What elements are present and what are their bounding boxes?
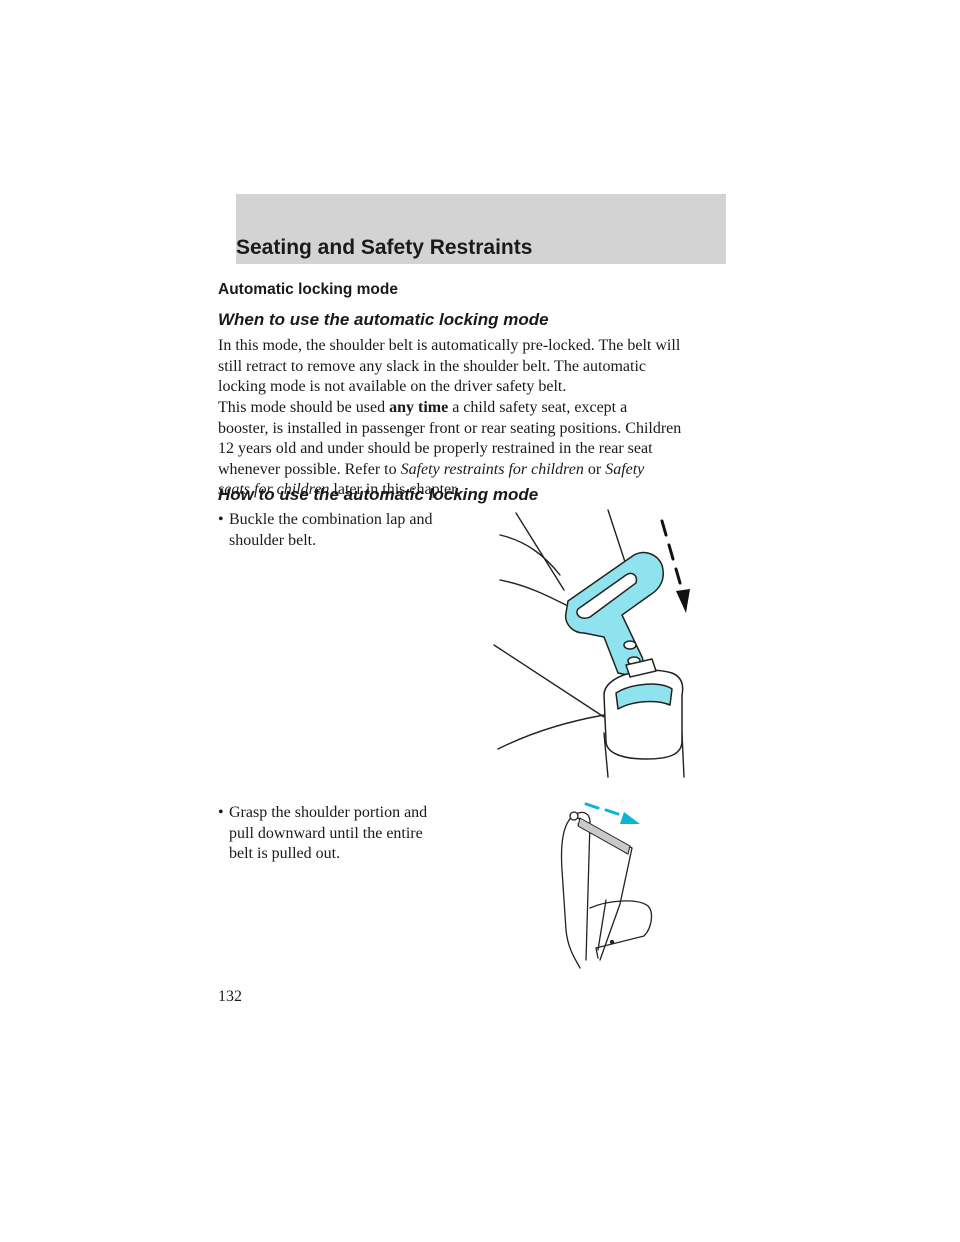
text-run: or bbox=[583, 460, 606, 478]
bullet-marker: • bbox=[218, 804, 224, 821]
text-line: booster, is installed in passenger front… bbox=[218, 419, 682, 437]
subheading-when: When to use the automatic locking mode bbox=[218, 310, 549, 329]
bullet-marker: • bbox=[218, 511, 224, 528]
text-line: locking mode is not available on the dri… bbox=[218, 378, 567, 395]
text-line: still retract to remove any slack in the… bbox=[218, 357, 647, 375]
text-run: Buckle the combination lap and bbox=[229, 511, 433, 528]
bullet-buckle-belt: • Buckle the combination lap and shoulder… bbox=[218, 510, 488, 551]
subheading-how: How to use the automatic locking mode bbox=[218, 485, 539, 504]
text-run: This mode should be used bbox=[218, 399, 390, 416]
bullet-grasp-shoulder: • Grasp the shoulder portion and pull dow… bbox=[218, 803, 488, 865]
text-line: 12 years old and under should be properl… bbox=[218, 440, 653, 457]
paragraph-when-to-use: This mode should be used any time a chil… bbox=[218, 398, 728, 501]
text-line: whenever possible. Refer to Safety restr… bbox=[218, 460, 728, 481]
page-number: 132 bbox=[218, 988, 242, 1005]
reference-safety-restraints-for-children: Safety restraints for children bbox=[400, 460, 584, 478]
text-run: whenever possible. Refer to bbox=[218, 460, 401, 478]
paragraph-mode-description: In this mode, the shoulder belt is autom… bbox=[218, 336, 728, 398]
text-line: • Buckle the combination lap and bbox=[218, 510, 488, 531]
text-run: Grasp the shoulder portion and bbox=[229, 804, 428, 821]
text-run: later in this chapter. bbox=[329, 481, 460, 498]
seat-shoulder-belt-illustration bbox=[560, 802, 653, 969]
reference-safety-seats-part2: seats for children bbox=[218, 481, 330, 498]
reference-safety-seats-part1: Safety bbox=[605, 460, 645, 478]
page-header-title: Seating and Safety Restraints bbox=[236, 236, 533, 259]
buckle-latch-illustration bbox=[493, 509, 690, 778]
text-line: • Grasp the shoulder portion and bbox=[218, 803, 488, 824]
text-line: This mode should be used any time a chil… bbox=[218, 398, 728, 419]
text-run: a child safety seat, except a bbox=[448, 399, 628, 416]
header-band bbox=[236, 194, 726, 264]
emphasis-any-time: any time bbox=[389, 399, 449, 416]
text-line: In this mode, the shoulder belt is autom… bbox=[218, 337, 681, 354]
text-line: pull downward until the entire bbox=[229, 824, 423, 842]
text-line: seats for children later in this chapter… bbox=[218, 480, 728, 501]
text-line: shoulder belt. bbox=[229, 531, 317, 549]
text-line: belt is pulled out. bbox=[229, 845, 341, 862]
section-heading: Automatic locking mode bbox=[218, 281, 398, 298]
